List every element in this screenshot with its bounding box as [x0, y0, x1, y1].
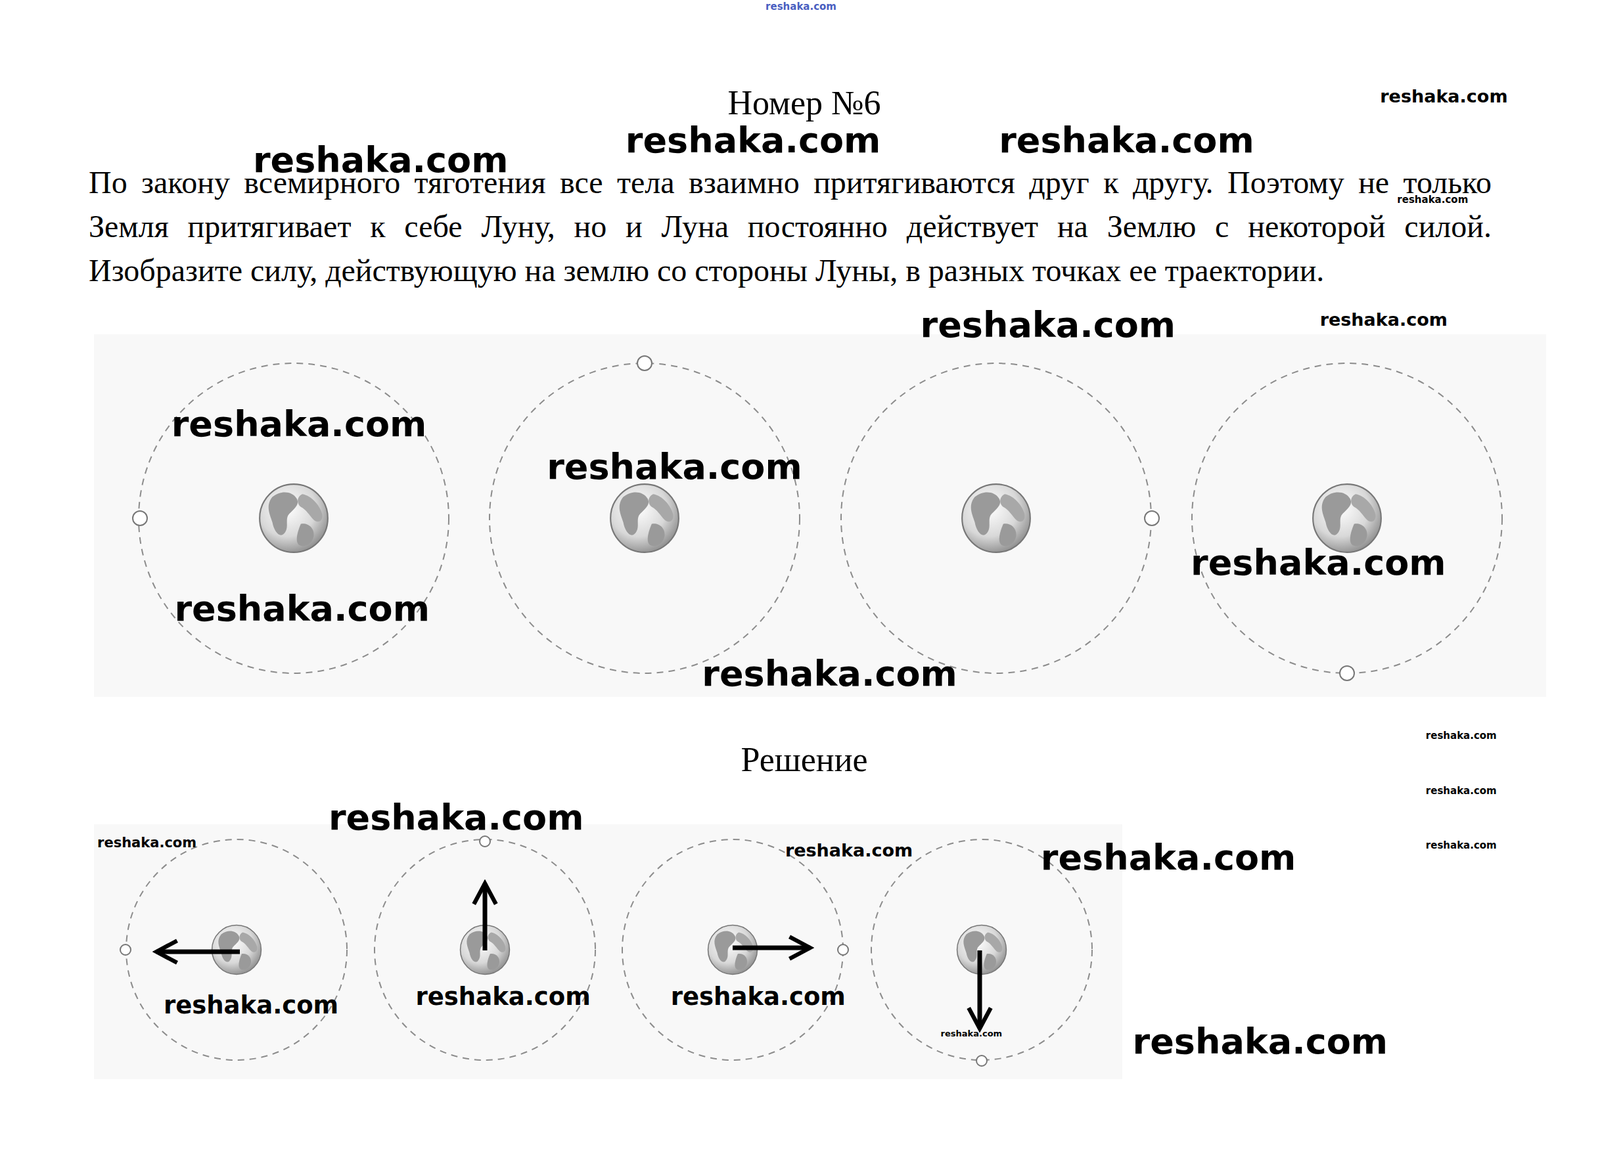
moon [120, 944, 131, 956]
watermark: reshaka.com [97, 835, 197, 850]
watermark: reshaka.com [163, 992, 339, 1018]
moon [837, 944, 849, 956]
watermark: reshaka.com [1040, 840, 1297, 876]
solution-heading: Решение [740, 743, 868, 778]
moon [132, 511, 148, 526]
orbit [622, 839, 844, 1061]
watermark: reshaka.com [546, 449, 803, 485]
moon [637, 356, 652, 371]
watermark: reshaka.com [1320, 310, 1448, 329]
orbit [138, 363, 449, 674]
force-arrow [156, 950, 240, 955]
task-title: Номер №6 [727, 86, 881, 121]
force-arrow [977, 950, 983, 1029]
task-text: По закону всемирного тяготения все тела … [88, 160, 1492, 293]
watermark: reshaka.com [765, 1, 837, 12]
watermark: reshaka.com [1425, 730, 1497, 741]
moon [479, 836, 491, 847]
watermark: reshaka.com [328, 800, 585, 836]
picture-ground [93, 334, 1547, 698]
watermark: reshaka.com [701, 656, 958, 692]
earth-globe [961, 484, 1031, 553]
watermark: reshaka.com [415, 984, 591, 1010]
force-arrow [732, 946, 811, 951]
force-arrow [482, 883, 488, 951]
watermark: reshaka.com [252, 142, 509, 179]
watermark: reshaka.com [1396, 195, 1468, 206]
watermark: reshaka.com [940, 1029, 1003, 1039]
earth-globe [1312, 484, 1382, 553]
orbit [1191, 363, 1503, 674]
watermark: reshaka.com [1190, 545, 1447, 581]
watermark: reshaka.com [171, 406, 428, 443]
orbit [126, 839, 347, 1061]
earth-globe [610, 484, 679, 553]
moon [1339, 666, 1355, 681]
orbit [489, 363, 800, 674]
watermark: reshaka.com [785, 841, 913, 859]
moon [976, 1055, 987, 1067]
watermark: reshaka.com [670, 984, 846, 1010]
earth-globe [259, 484, 328, 553]
watermark: reshaka.com [1425, 785, 1497, 796]
watermark: reshaka.com [625, 122, 882, 159]
orbit [841, 363, 1152, 674]
moon [1144, 511, 1160, 526]
watermark: reshaka.com [920, 307, 1177, 343]
watermark: reshaka.com [174, 591, 430, 627]
watermark: reshaka.com [998, 122, 1255, 159]
picture-ground [93, 824, 1123, 1080]
watermark: reshaka.com [1379, 86, 1508, 105]
orbit [374, 839, 596, 1061]
watermark: reshaka.com [1425, 841, 1497, 851]
watermark: reshaka.com [1132, 1024, 1389, 1060]
